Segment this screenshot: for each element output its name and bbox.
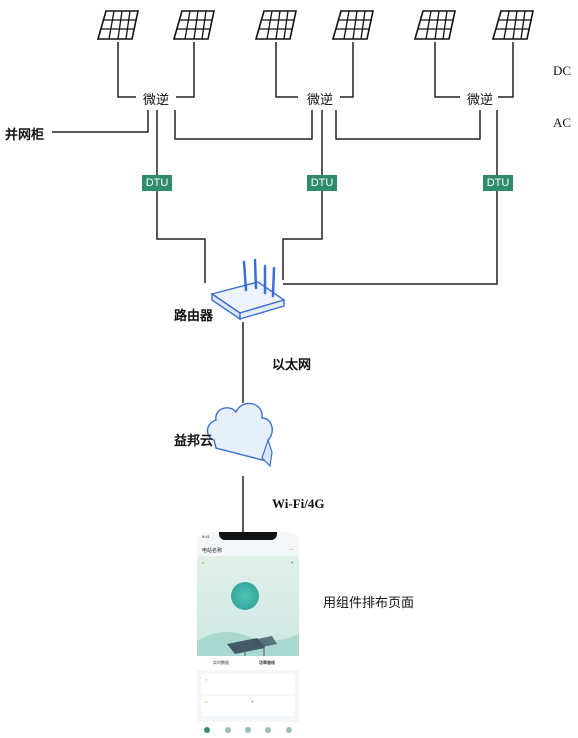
app-title: 电站名称: [202, 548, 223, 554]
more-icon[interactable]: ⋯: [289, 547, 294, 553]
micro-inverter-label: 微逆: [307, 92, 334, 107]
nav-profile-icon[interactable]: [285, 727, 292, 733]
lightning-icon: ⚡: [205, 678, 208, 682]
phone-app-screenshot: 9:41 电站名称 ⋯ ● ☀ 实时数据 功率曲线 ⚡ ● ✦: [197, 532, 299, 738]
status-badge: ●: [202, 560, 205, 565]
solar-panel-icon: [414, 10, 456, 40]
leaf-icon: ✦: [251, 700, 254, 704]
dtu-box: DTU: [483, 175, 513, 191]
nav-devices-icon[interactable]: [244, 727, 251, 733]
app-tabs: 实时数据 功率曲线: [197, 656, 299, 670]
nav-panels-icon[interactable]: [224, 727, 231, 733]
solar-panel-icon: [332, 10, 374, 40]
micro-inverter-label: 微逆: [143, 92, 170, 107]
app-page-label: 用组件排布页面: [323, 595, 415, 610]
solar-panel-icon: [255, 10, 297, 40]
tab-realtime[interactable]: 实时数据: [213, 660, 229, 665]
micro-inverter-label: 微逆: [467, 92, 494, 107]
cloud-label: 益邦云: [174, 433, 214, 448]
solar-panel-icon: [97, 10, 139, 40]
grid-cabinet-label: 并网柜: [5, 127, 45, 142]
cloud-icon: [206, 402, 273, 468]
connection-lines: [52, 42, 514, 533]
ethernet-label: 以太网: [272, 357, 312, 372]
solar-scene-illustration: [197, 632, 299, 656]
solar-panel-icon: [492, 10, 534, 40]
power-bubble: [231, 582, 259, 610]
router-icon: [210, 258, 286, 321]
router-label: 路由器: [174, 308, 214, 323]
nav-reports-icon[interactable]: [265, 727, 272, 733]
app-hero-banner: [197, 556, 299, 656]
weather-icon: ☀: [290, 560, 294, 565]
tab-power-curve[interactable]: 功率曲线: [259, 660, 275, 665]
stat-card: ● ✦: [201, 696, 295, 716]
coin-icon: ●: [205, 700, 208, 704]
status-time: 9:41: [202, 534, 210, 539]
dtu-box: DTU: [307, 175, 337, 191]
ac-label: AC: [553, 115, 572, 130]
dtu-box: DTU: [142, 175, 172, 191]
solar-panel-icon: [173, 10, 215, 40]
bottom-nav: [197, 722, 299, 738]
dc-label: DC: [553, 63, 572, 78]
nav-home-icon[interactable]: [204, 727, 211, 733]
phone-notch: [219, 532, 277, 540]
wifi-4g-label: Wi-Fi/4G: [272, 496, 325, 511]
stat-card: ⚡: [201, 674, 295, 694]
